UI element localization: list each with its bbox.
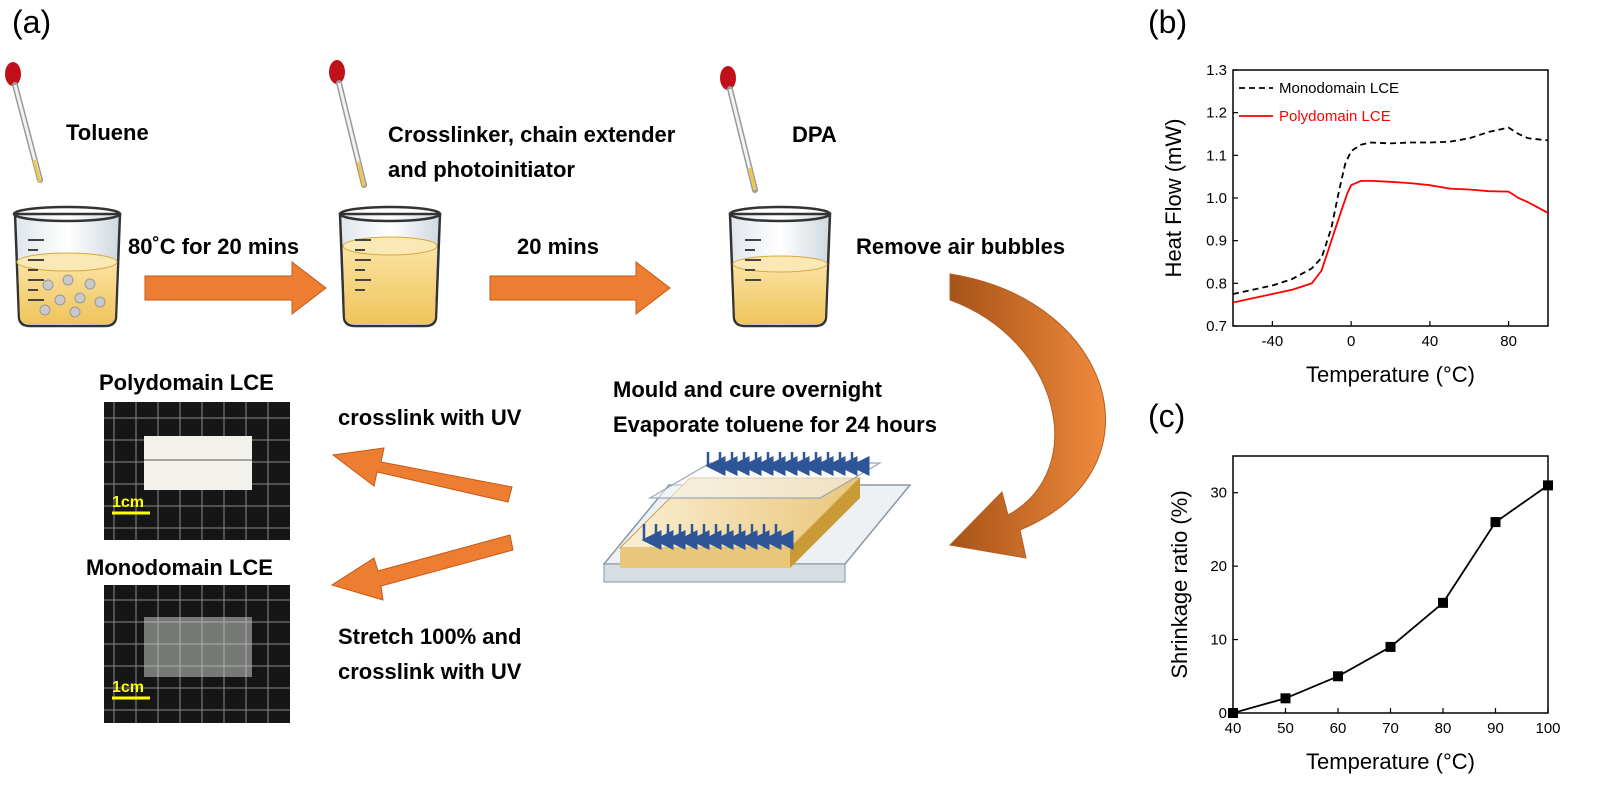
plot-frame xyxy=(1232,455,1549,714)
x-tick-label: 90 xyxy=(1487,720,1504,737)
step-mix-label: 20 mins xyxy=(517,234,599,259)
arrow-left-icon xyxy=(331,447,513,503)
reagent-crosslinker-label-1: Crosslinker, chain extender xyxy=(388,122,676,147)
y-tick-label: 1.0 xyxy=(1206,190,1227,207)
pipette-icon xyxy=(329,60,367,188)
mould-illustration xyxy=(602,452,912,583)
legend-label: Polydomain LCE xyxy=(1279,108,1391,125)
y-axis-label: Shrinkage ratio (%) xyxy=(1167,490,1192,678)
y-axis-label: Heat Flow (mW) xyxy=(1161,119,1186,278)
y-tick-label: 0.8 xyxy=(1206,275,1227,292)
y-tick-label: 0 xyxy=(1219,705,1227,722)
pipette-icon xyxy=(720,66,758,193)
panel-label-a: (a) xyxy=(12,4,52,40)
y-tick-label: 20 xyxy=(1210,558,1227,575)
y-tick-label: 1.1 xyxy=(1206,147,1227,164)
y-tick-label: 0.9 xyxy=(1206,233,1227,250)
series-line xyxy=(1233,484,1548,713)
y-tick-label: 30 xyxy=(1210,485,1227,502)
reagent-crosslinker-label-2: and photoinitiator xyxy=(388,157,575,182)
step-degas-label: Remove air bubbles xyxy=(856,234,1066,259)
legend-label: Monodomain LCE xyxy=(1279,80,1399,97)
step-mould-label-2: Evaporate toluene for 24 hours xyxy=(613,412,937,437)
y-tick-label: 1.3 xyxy=(1206,62,1227,79)
panel-label-c: (c) xyxy=(1148,398,1186,434)
step-heat-label: 80˚C for 20 mins xyxy=(128,234,300,259)
polydomain-photo xyxy=(104,402,290,540)
reagent-toluene-label: Toluene xyxy=(66,120,149,145)
scale-bar-label: 1cm xyxy=(112,679,145,696)
y-tick-label: 10 xyxy=(1210,632,1227,649)
x-axis-label: Temperature (°C) xyxy=(1306,749,1475,774)
reagent-dpa-label: DPA xyxy=(792,122,837,147)
monodomain-caption: Monodomain LCE xyxy=(86,555,273,580)
polydomain-caption: Polydomain LCE xyxy=(99,370,274,395)
step-stretch-label-1: Stretch 100% and xyxy=(338,624,522,649)
x-tick-label: 0 xyxy=(1347,333,1355,350)
x-tick-label: 40 xyxy=(1225,720,1242,737)
process-diagram xyxy=(5,60,1106,723)
x-tick-label: 80 xyxy=(1435,720,1452,737)
pipette-icon xyxy=(5,62,43,183)
x-tick-label: 80 xyxy=(1500,333,1517,350)
step-uv-label: crosslink with UV xyxy=(338,405,522,430)
data-point xyxy=(1333,671,1343,682)
arrow-right-icon xyxy=(144,260,327,316)
data-point xyxy=(1228,708,1238,718)
monodomain-photo xyxy=(104,585,290,723)
arrow-right-icon xyxy=(489,260,671,316)
x-tick-label: 50 xyxy=(1277,720,1294,737)
data-point xyxy=(1543,480,1553,491)
arrow-left-icon xyxy=(330,534,514,601)
beaker-icon xyxy=(12,205,122,328)
y-tick-label: 1.2 xyxy=(1206,105,1227,122)
data-point xyxy=(1490,517,1501,528)
x-tick-label: 60 xyxy=(1330,720,1347,737)
y-tick-label: 0.7 xyxy=(1206,318,1227,335)
data-point xyxy=(1280,693,1291,704)
beaker-icon xyxy=(338,205,442,328)
beaker-icon xyxy=(728,205,832,328)
step-mould-label-1: Mould and cure overnight xyxy=(613,377,882,402)
x-axis-label: Temperature (°C) xyxy=(1306,362,1475,387)
scale-bar-label: 1cm xyxy=(112,494,145,511)
x-tick-label: 40 xyxy=(1422,333,1439,350)
step-stretch-label-2: crosslink with UV xyxy=(338,659,522,684)
x-tick-label: 70 xyxy=(1382,720,1399,737)
series-line xyxy=(1233,179,1548,304)
panel-label-b: (b) xyxy=(1148,4,1188,40)
curved-arrow-icon xyxy=(948,273,1106,559)
heat-flow-chart: -40 0 40 80 0.7 0.8 0.9 1.0 1.1 1.2 1.3Temperature… xyxy=(1161,62,1549,387)
x-tick-label: -40 xyxy=(1262,333,1284,350)
data-point xyxy=(1438,597,1448,608)
data-point xyxy=(1385,641,1396,652)
series-line xyxy=(1233,126,1548,295)
x-tick-label: 100 xyxy=(1535,720,1560,737)
